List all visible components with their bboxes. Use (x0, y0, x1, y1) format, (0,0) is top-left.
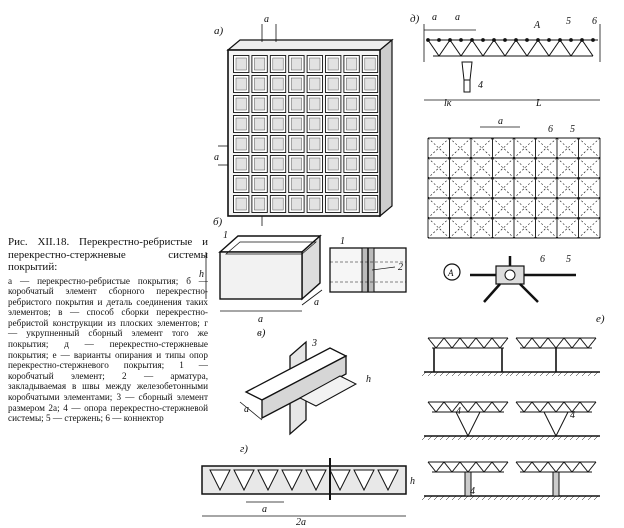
panel-a-label: а) (214, 25, 224, 37)
label-2-rebar: 2 (398, 262, 403, 273)
label-4-support: 4 (478, 80, 483, 91)
figure-caption: Рис. XII.18. Перекрестно-ребристые и пер… (8, 236, 208, 424)
panel-d-space-truss: д) a a A 5 6 4 lк L a 6 5 A 6 5 (410, 12, 601, 303)
detail-A-marker: A (447, 268, 454, 278)
label-5-detail: 5 (566, 254, 571, 265)
label-1-box: 1 (223, 230, 228, 241)
panel-g-dim-2a: 2a (296, 517, 306, 528)
panel-b-dim-h: h (199, 269, 204, 280)
panel-g-label: г) (240, 443, 248, 455)
label-4-variant-c: 4 (470, 486, 475, 497)
panel-b-box-element: б) 1 h a a 1 2 (199, 216, 407, 325)
label-5-plan: 5 (570, 124, 575, 135)
label-6-plan: 6 (548, 124, 553, 135)
panel-g-dim-a: a (262, 504, 267, 515)
label-4-variant-b: 4 (570, 410, 575, 421)
panel-d-plan-dim-a: a (498, 116, 503, 127)
panel-v-dim-h: h (366, 374, 371, 385)
panel-a-grid-slab: а) a a (214, 14, 394, 226)
panel-d-dim-L: L (535, 98, 542, 109)
panel-d-dim-a1: a (432, 12, 437, 23)
panel-d-dim-a2: a (455, 12, 460, 23)
panel-b-label: б) (213, 216, 223, 228)
panel-e-label: е) (596, 313, 605, 325)
label-1-joint: 1 (340, 236, 345, 247)
panel-v-dim-a: a (244, 404, 249, 415)
panel-g-precast-element: г) h a 2a (201, 443, 415, 528)
label-5-rod: 5 (566, 16, 571, 27)
panel-a-dim-a-side: a (214, 152, 219, 163)
panel-v-assembly: в) 3 h a (239, 327, 371, 436)
panel-d-dim-lk: lк (444, 98, 452, 109)
label-4-variant-a: 4 (456, 406, 461, 417)
panel-e-support-variants: е) 4 4 4 (421, 313, 605, 501)
label-3-element: 3 (311, 338, 317, 349)
label-6-detail: 6 (540, 254, 545, 265)
panel-b-dim-a-depth: a (314, 297, 319, 308)
panel-d-label: д) (410, 13, 420, 25)
caption-body: а — перекрестно-ребристые покрытия; б — … (8, 275, 208, 424)
panel-v-label: в) (257, 327, 266, 339)
label-A-callout: A (533, 20, 541, 31)
panel-g-dim-h: h (410, 476, 415, 487)
label-6-connector: 6 (592, 16, 597, 27)
caption-title: Рис. XII.18. Перекрестно-ребристые и пер… (8, 236, 208, 273)
panel-b-dim-a: a (258, 314, 263, 325)
panel-a-dim-a: a (264, 14, 269, 25)
